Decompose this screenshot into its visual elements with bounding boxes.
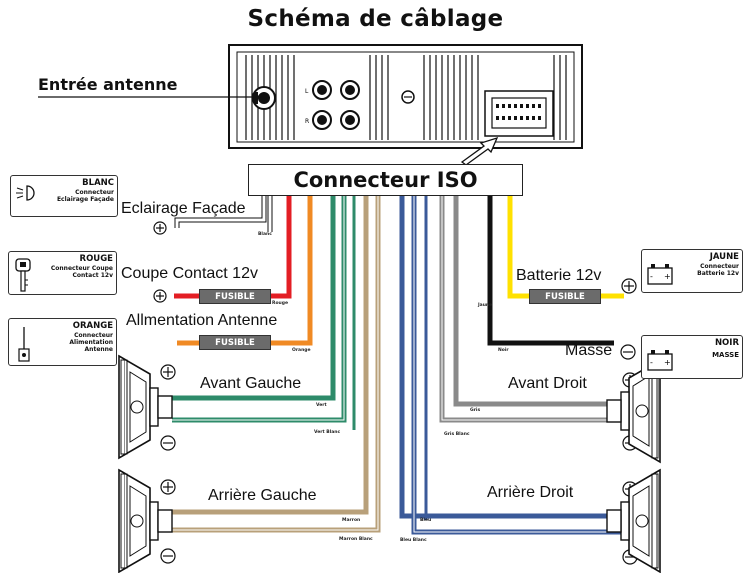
svg-text:+: + [664, 272, 671, 281]
box-jaune: - + JAUNE Connecteur Batterie 12v [641, 249, 743, 293]
label-alimentation-antenne: Allmentation Antenne [126, 312, 278, 329]
svg-text:L: L [305, 88, 309, 95]
wire-label-bleu: Bleu [420, 518, 432, 523]
box-orange: ORANGE Connecteur Alimentation Antenne [8, 318, 117, 366]
wire-label-marron: Marron [342, 518, 361, 523]
box-blanc-title: BLANC [82, 178, 114, 188]
iso-connector: Connecteur ISO [248, 164, 523, 196]
wire-label-gris: Gris [470, 408, 481, 413]
fuse-alimentation-antenne: FUSIBLE [199, 335, 271, 350]
label-eclairage-facade: Eclairage Façade [121, 200, 246, 217]
label-masse: Masse [565, 342, 613, 359]
box-orange-sub: Connecteur Alimentation Antenne [69, 332, 113, 353]
wire-label-rouge: Rouge [272, 301, 289, 306]
wire-marron [172, 194, 369, 515]
box-noir-title: NOIR [714, 338, 739, 348]
box-rouge-title: ROUGE [79, 254, 113, 264]
label-batterie: Batterie 12v [516, 267, 602, 284]
speaker-arriere-droit [606, 468, 661, 573]
wire-label-blanc: Blanc [258, 232, 272, 237]
head-unit: L R [228, 44, 583, 166]
box-orange-title: ORANGE [72, 321, 113, 331]
wire-label-marron-blanc: Marron Blanc [339, 537, 373, 542]
svg-text:R: R [305, 118, 309, 125]
box-blanc-sub: Connecteur Eclairage Façade [56, 189, 114, 203]
battery-icon: - + [647, 264, 673, 285]
fuse-batterie: FUSIBLE [529, 289, 601, 304]
box-noir: - + NOIR MASSE [641, 335, 743, 379]
wire-label-orange: Orange [292, 348, 311, 353]
svg-text:-: - [650, 272, 653, 281]
wire-label-bleu-blanc: Bleu Blanc [400, 538, 427, 543]
svg-text:-: - [650, 358, 653, 367]
iso-socket [484, 90, 554, 137]
svg-text:+: + [664, 358, 671, 367]
speaker-arriere-gauche [118, 468, 173, 573]
wire-blanc [174, 194, 273, 232]
wire-marron-blanc [172, 194, 381, 533]
wire-label-jaune: Jaune [478, 303, 493, 308]
box-jaune-sub: Connecteur Batterie 12v [697, 263, 739, 277]
page-title: Schéma de câblage [247, 6, 504, 32]
wire-bleu [399, 194, 627, 519]
box-noir-sub: MASSE [712, 351, 739, 359]
label-coupe-contact: Coupe Contact 12v [121, 265, 258, 282]
iso-connector-label: Connecteur ISO [293, 168, 478, 192]
wire-label-vert-blanc: Vert Blanc [314, 430, 341, 435]
wire-gris [453, 194, 627, 407]
speaker-avant-gauche [118, 354, 173, 460]
antenna-icon [18, 327, 30, 362]
wire-bleu-blanc [411, 194, 627, 535]
arrow-to-socket [460, 136, 499, 166]
antenna-label: Entrée antenne [38, 75, 178, 94]
box-jaune-title: JAUNE [709, 252, 739, 262]
battery-ground-icon: - + [647, 350, 673, 371]
label-arriere-gauche: Arrière Gauche [208, 487, 317, 504]
wire-label-gris-blanc: Gris Blanc [444, 432, 470, 437]
speaker-avant-droit [606, 358, 661, 464]
rca-jacks [312, 80, 360, 130]
box-blanc: BLANC Connecteur Eclairage Façade [10, 175, 118, 217]
label-avant-droit: Avant Droit [508, 375, 587, 392]
label-arriere-droit: Arrière Droit [487, 484, 574, 501]
box-rouge: ROUGE Connecteur Coupe Contact 12v [8, 251, 117, 295]
wire-label-noir: Noir [498, 348, 509, 353]
wire-gris-blanc [439, 194, 627, 423]
wire-noir [487, 194, 614, 346]
wire-vert [172, 194, 336, 401]
wire-label-vert: Vert [316, 403, 327, 408]
label-avant-gauche: Avant Gauche [200, 375, 302, 392]
wire-vert-blanc [172, 194, 356, 430]
light-icon [16, 185, 35, 201]
key-icon [15, 258, 31, 292]
box-rouge-sub: Connecteur Coupe Contact 12v [50, 265, 113, 279]
fuse-coupe-contact: FUSIBLE [199, 289, 271, 304]
